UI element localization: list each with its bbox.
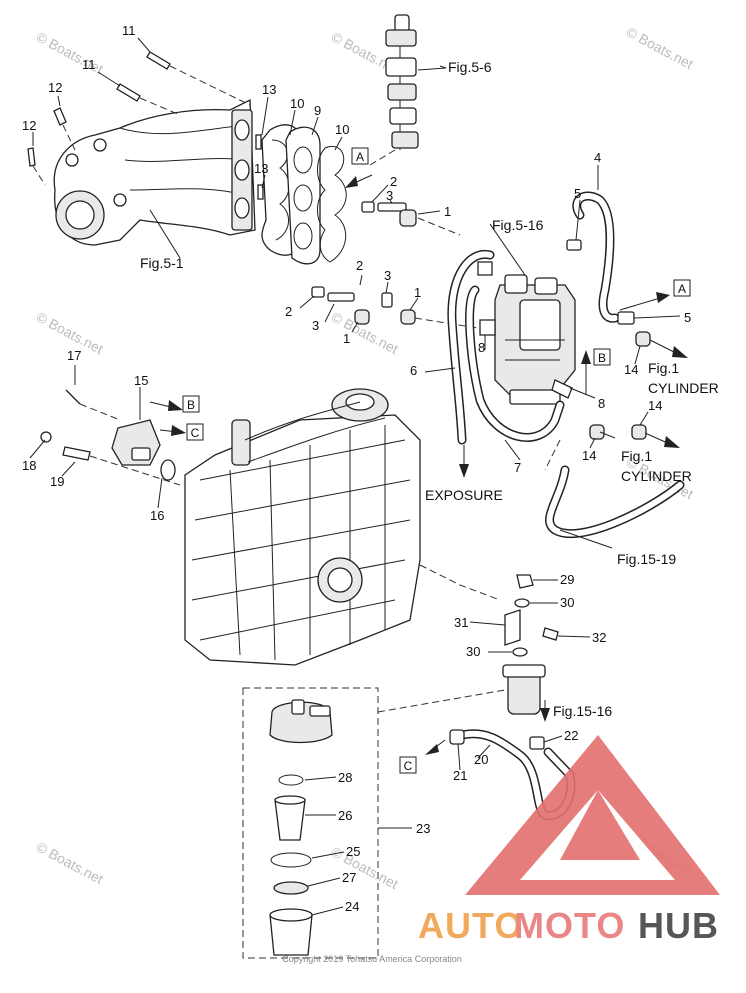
callout-number: 11 (82, 57, 96, 72)
callout-number: 14 (582, 448, 596, 463)
callout-number: 17 (67, 348, 81, 363)
logo-text-moto: MOTO (514, 905, 625, 946)
callout-number: 24 (345, 899, 359, 914)
callout-number: 12 (48, 80, 62, 95)
fig-ref-5-16: Fig.5-16 (492, 217, 544, 233)
callout-number: 3 (312, 318, 319, 333)
callout-number: 2 (356, 258, 363, 273)
callout-number: 30 (560, 595, 574, 610)
fig-ref-15-16: Fig.15-16 (553, 703, 612, 719)
manifold-bolts (27, 51, 251, 186)
callout-number: 10 (335, 122, 349, 137)
callout-number: 2 (285, 304, 292, 319)
watermark-text: © Boats.net (329, 844, 401, 893)
logo-text-auto: AUTO (418, 905, 523, 946)
callout-number: 26 (338, 808, 352, 823)
callout-number: 1 (444, 204, 451, 219)
reference-boxes: A A B B C C (182, 147, 691, 774)
cylinder-label: CYLINDER (648, 380, 719, 396)
callout-number: 12 (22, 118, 36, 133)
callout-number: 9 (314, 103, 321, 118)
callout-number: 20 (474, 752, 488, 767)
box-label-b: B (187, 398, 195, 412)
direction-arrows (149, 174, 688, 755)
callout-number: 5 (574, 186, 581, 201)
callout-number: 31 (454, 615, 468, 630)
fig-ref-15-19: Fig.15-19 (617, 551, 676, 567)
callout-layer: 11 11 12 12 13 13 10 10 9 2 3 1 2 3 1 2 … (22, 23, 691, 914)
exposure-label: EXPOSURE (425, 487, 503, 503)
engine-block (184, 388, 421, 666)
callout-number: 27 (342, 870, 356, 885)
callout-number: 11 (122, 23, 136, 38)
callout-number: 30 (466, 644, 480, 659)
watermark-text: © Boats.net (34, 839, 106, 888)
callout-number: 8 (598, 396, 605, 411)
box-label-c: C (191, 426, 200, 440)
callout-number: 10 (290, 96, 304, 111)
filter-bracket (419, 564, 559, 657)
callout-number: 32 (592, 630, 606, 645)
callout-number: 15 (134, 373, 148, 388)
copyright-text: Copyright 2019 Tohatsu America Corporati… (282, 954, 461, 964)
filter-exploded (242, 687, 506, 959)
callout-number: 23 (416, 821, 430, 836)
automotohub-logo: AUTO MOTO HUB (418, 735, 720, 946)
callout-number: 22 (564, 728, 578, 743)
callout-number: 21 (453, 768, 467, 783)
manifold-gaskets (255, 124, 347, 265)
collar-set-upper (311, 201, 491, 331)
callout-number: 1 (343, 331, 350, 346)
hose-clips (589, 331, 651, 440)
callout-number: 1 (414, 285, 421, 300)
callout-number: 6 (410, 363, 417, 378)
callout-number: 13 (254, 161, 268, 176)
watermark-text: © Boats.net (624, 24, 696, 73)
reference-layer: Fig.5-6 Fig.5-16 Fig.5-1 Fig.1 CYLINDER … (140, 59, 719, 719)
callout-number: 3 (384, 268, 391, 283)
fig-ref-1-cylinder: Fig.1 (621, 448, 652, 464)
box-label-a: A (678, 282, 686, 296)
fig-ref-5-6: Fig.5-6 (448, 59, 492, 75)
logo-text-hub: HUB (638, 905, 719, 946)
callout-number: 25 (346, 844, 360, 859)
box-label-a: A (356, 150, 364, 164)
vapor-separator (479, 274, 576, 405)
callout-number: 14 (624, 362, 638, 377)
box-label-b: B (598, 351, 606, 365)
callout-number: 28 (338, 770, 352, 785)
callout-number: 8 (478, 340, 485, 355)
callout-number: 7 (514, 460, 521, 475)
callout-number: 3 (386, 188, 393, 203)
fuel-rail (369, 14, 447, 166)
callout-number: 18 (22, 458, 36, 473)
callout-number: 29 (560, 572, 574, 587)
intake-manifold (53, 98, 256, 246)
fitting-assembly (40, 389, 181, 486)
callout-number: 2 (390, 174, 397, 189)
callout-number: 4 (594, 150, 601, 165)
fig-ref-5-1: Fig.5-1 (140, 255, 184, 271)
callout-number: 5 (684, 310, 691, 325)
leader-lines (29, 37, 681, 916)
fig-ref-1-cylinder: Fig.1 (648, 360, 679, 376)
callout-number: 13 (262, 82, 276, 97)
fuel-hoses (447, 191, 685, 539)
callout-number: 14 (648, 398, 662, 413)
cylinder-label: CYLINDER (621, 468, 692, 484)
callout-number: 19 (50, 474, 64, 489)
box-label-c: C (404, 759, 413, 773)
callout-number: 16 (150, 508, 164, 523)
